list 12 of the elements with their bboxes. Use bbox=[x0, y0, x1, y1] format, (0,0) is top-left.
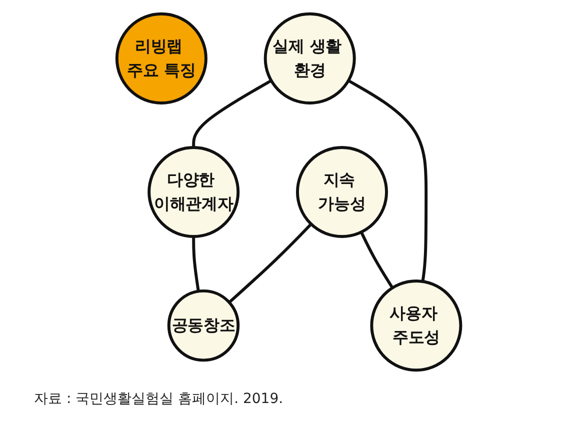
connector bbox=[192, 236, 200, 292]
node-circle: 리빙랩 주요 특징 bbox=[115, 12, 208, 104]
connector bbox=[360, 231, 394, 289]
connector bbox=[192, 79, 272, 148]
connector bbox=[347, 79, 428, 282]
node-circle: 실제 생활 환경 bbox=[264, 12, 356, 104]
source-caption: 자료 : 국민생활실험실 홈페이지. 2019. bbox=[34, 390, 284, 408]
node-circle: 공동창조 bbox=[167, 289, 240, 362]
node-circle: 지속 가능성 bbox=[296, 146, 388, 238]
connector bbox=[228, 223, 312, 304]
node-circle: 사용자 주도성 bbox=[370, 280, 462, 372]
node-circle: 다양한 이해관계자 bbox=[147, 146, 240, 238]
